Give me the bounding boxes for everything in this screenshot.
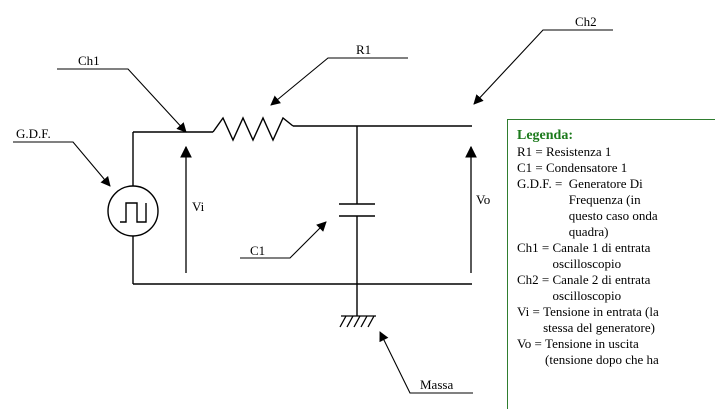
legend-key: Ch1 = bbox=[517, 240, 553, 255]
label-r1: R1 bbox=[356, 42, 371, 57]
legend-desc: Canale 2 di entrata oscilloscopio bbox=[552, 272, 651, 303]
legend-desc: Canale 1 di entrata oscilloscopio bbox=[552, 240, 651, 271]
legend-key: G.D.F. = bbox=[517, 176, 569, 191]
legend-desc: Tensione in uscita (tensione dopo che ha bbox=[545, 336, 659, 367]
massa-callout bbox=[379, 331, 473, 394]
label-c1: C1 bbox=[250, 243, 265, 258]
legend-entry: Ch2 = Canale 2 di entrata oscilloscopio bbox=[517, 272, 715, 304]
label-vi: Vi bbox=[192, 199, 205, 214]
ground-symbol bbox=[339, 315, 376, 328]
r1-callout bbox=[270, 57, 408, 106]
ch2-callout bbox=[473, 29, 613, 105]
legend-entry: Vo = Tensione in uscita (tensione dopo c… bbox=[517, 336, 715, 368]
label-vo: Vo bbox=[476, 192, 490, 207]
callout-lines bbox=[13, 29, 613, 394]
legend-entry: G.D.F. = Generatore Di Frequenza (in que… bbox=[517, 176, 715, 240]
resistor-r1 bbox=[212, 116, 294, 142]
label-ch1: Ch1 bbox=[78, 53, 100, 68]
legend-desc: Resistenza 1 bbox=[546, 144, 612, 159]
legend-desc: Tensione in entrata (la stessa del gener… bbox=[543, 304, 659, 335]
legend-entry: Vi = Tensione in entrata (la stessa del … bbox=[517, 304, 715, 336]
legend-desc: Condensatore 1 bbox=[546, 160, 628, 175]
legend-key: C1 = bbox=[517, 160, 547, 175]
legend-entry: R1 = Resistenza 1 bbox=[517, 144, 715, 160]
ch1-callout bbox=[57, 68, 187, 133]
legend-entry: Ch1 = Canale 1 di entrata oscilloscopio bbox=[517, 240, 715, 272]
capacitor-c1 bbox=[339, 203, 375, 217]
gdf-callout bbox=[13, 141, 111, 187]
c1-callout bbox=[240, 221, 327, 259]
legend-key: R1 = bbox=[517, 144, 547, 159]
circuit-wires bbox=[132, 125, 472, 316]
label-ch2: Ch2 bbox=[575, 14, 597, 29]
legend-key: Vi = bbox=[517, 304, 544, 319]
label-massa: Massa bbox=[420, 377, 453, 392]
legend-desc: Generatore Di Frequenza (in questo caso … bbox=[568, 176, 658, 239]
legend-key: Vo = bbox=[517, 336, 546, 351]
legend-title: Legenda: bbox=[517, 128, 573, 143]
legend-entry: C1 = Condensatore 1 bbox=[517, 160, 715, 176]
legend-key: Ch2 = bbox=[517, 272, 553, 287]
generator-symbol bbox=[107, 185, 159, 237]
label-gdf: G.D.F. bbox=[16, 126, 51, 141]
